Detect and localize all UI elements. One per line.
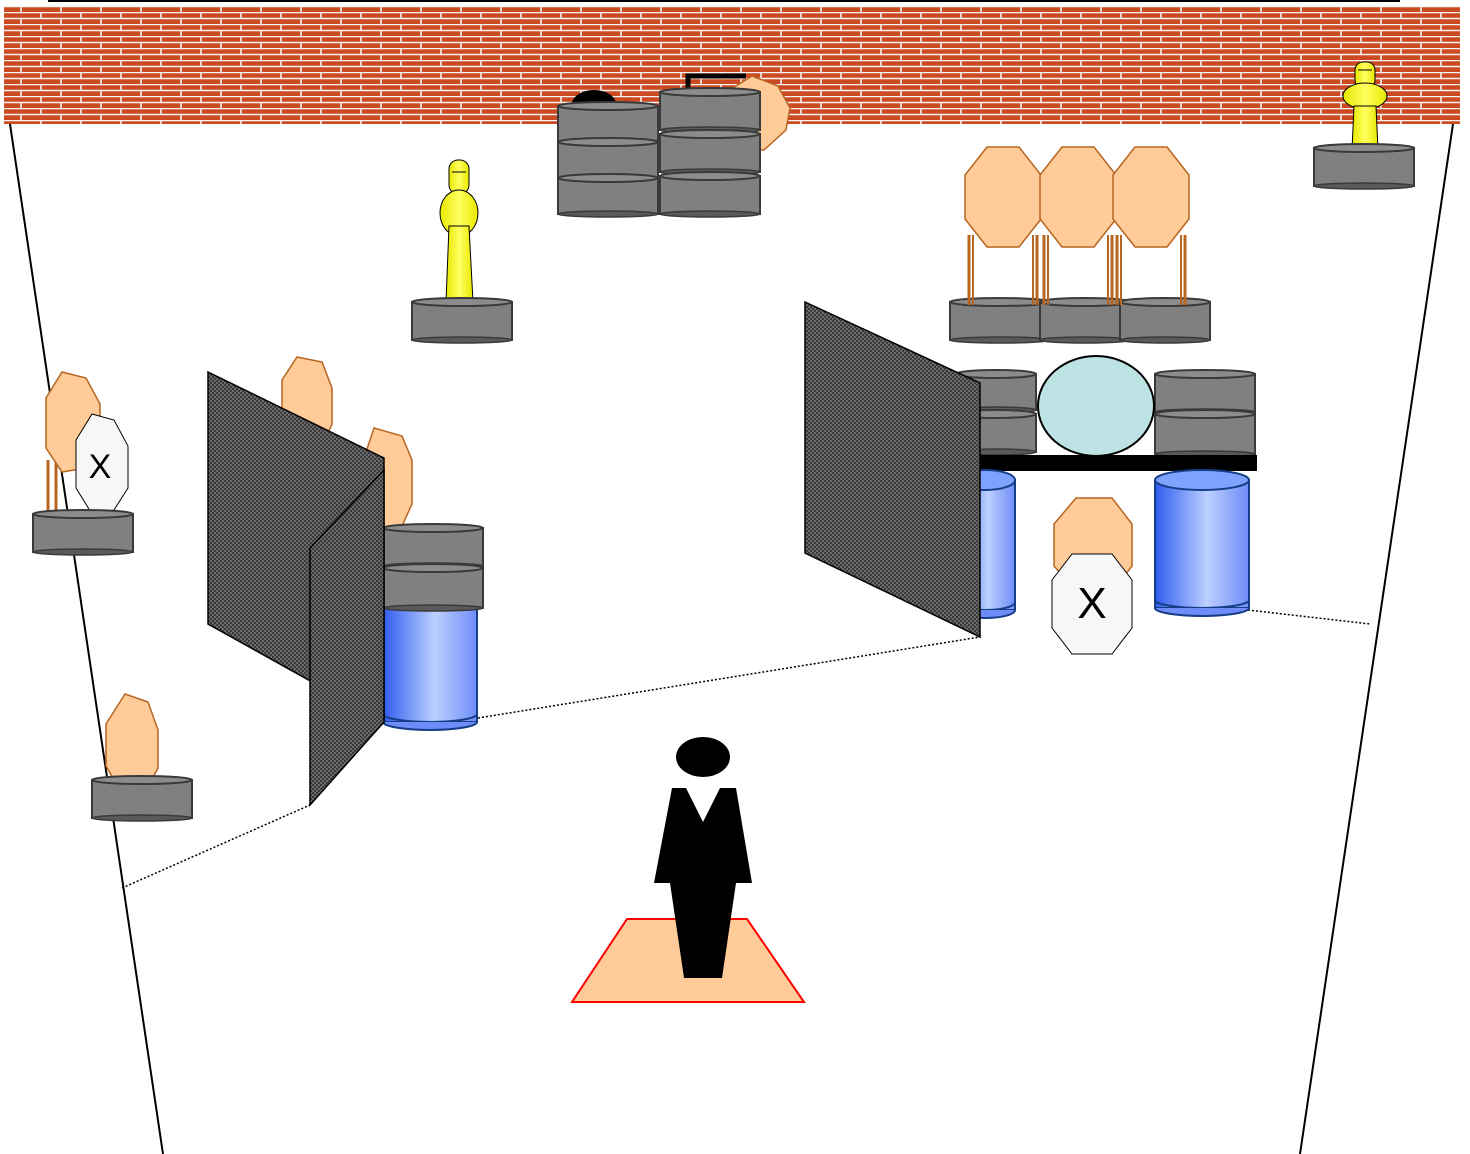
popper-center-head [448,159,470,195]
shooter-body [654,788,752,978]
left-side-boundary [9,123,164,1154]
shooter-collar [686,788,720,822]
right-side-boundary [1299,123,1454,1154]
fault-line-right [1247,609,1371,625]
steel-plate-rack-2 [1039,146,1117,305]
steel-plate-rack-right [949,146,1211,344]
popper-top-right-shoulders [1342,82,1388,110]
far-left-target-array: X [32,371,134,556]
tire-base-top-right [1313,143,1415,190]
support-beam [975,455,1257,471]
shooter-head [676,737,730,777]
back-stack-tire-right-1 [659,87,761,134]
steel-plate-rack-3 [1112,146,1190,305]
tire-lower-left [91,775,193,822]
fault-line-center [477,636,981,719]
tire-center-popper [411,297,513,344]
mesh-wall-right [804,300,981,639]
popper-top-right [1342,61,1388,151]
no-shoot-mark-left: X [89,448,112,486]
rack-tire-3 [1119,297,1211,344]
back-tire-stack [557,73,791,218]
left-tire-upper [382,523,484,570]
popper-bracket [685,73,746,92]
tire-far-left [32,509,134,556]
back-stack-tire-left-3 [557,173,659,218]
mesh-wall-left-front [309,468,385,807]
popper-center-body [445,225,474,303]
tire-base-center-popper [411,297,513,344]
oval-target [1037,355,1155,457]
lower-left-target [91,693,193,822]
right-tire-right-upper [1154,369,1256,416]
no-shoot-mark-right: X [1077,579,1106,628]
right-target-complex: X [954,355,1257,655]
left-tire-lower [382,563,484,612]
rack-tire-1 [949,297,1051,344]
shooter-icon [654,737,752,978]
back-stack-tire-right-2 [659,129,761,176]
left-target-complex [281,356,484,731]
right-tire-right-lower [1154,409,1256,458]
back-stack-tire-right-3 [659,171,761,218]
barrel-right-right [1154,469,1250,617]
popper-center [439,159,479,303]
no-shoot-target-right [1051,553,1133,655]
tire-top-right [1313,143,1415,190]
steel-plate-rack-1 [964,146,1042,305]
